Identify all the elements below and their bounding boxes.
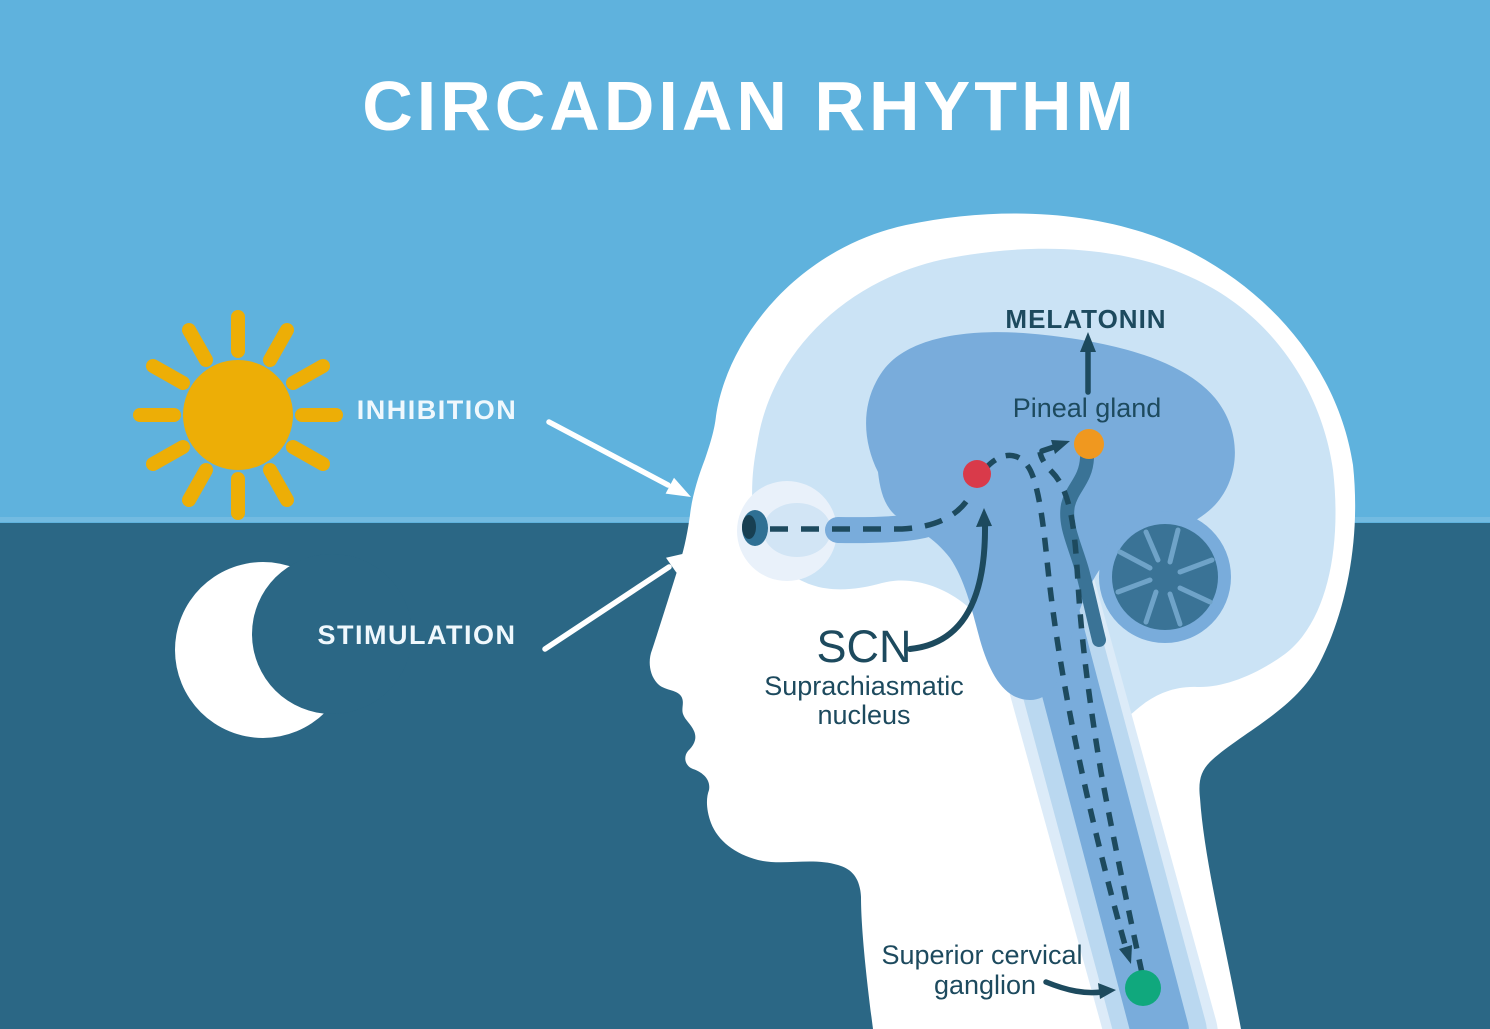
inhibition-label: INHIBITION — [357, 395, 518, 425]
pineal-stalk — [1060, 451, 1106, 647]
brain — [866, 332, 1235, 700]
pineal-arrow-stub — [1039, 444, 1057, 454]
pupil — [742, 515, 756, 539]
pineal-arrowhead — [1051, 440, 1070, 454]
pineal-gland-dot — [1074, 429, 1104, 459]
scn-dot — [963, 460, 991, 488]
ganglion-label-arrow — [1043, 979, 1116, 999]
pineal-gland-label: Pineal gland — [1013, 393, 1162, 423]
superior-cervical-ganglion-dot — [1125, 970, 1161, 1006]
stimulation-label: STIMULATION — [318, 620, 517, 650]
cerebellum — [1099, 511, 1231, 643]
moon-icon — [175, 554, 412, 738]
scn-name-line2: nucleus — [817, 700, 910, 730]
page-title: CIRCADIAN RHYTHM — [362, 67, 1138, 145]
scn-descending-path — [982, 452, 1130, 953]
melatonin-arrow — [1080, 332, 1096, 395]
sun-icon — [133, 310, 343, 520]
ascending-to-pineal-path — [1037, 451, 1145, 974]
descending-arrowhead — [1119, 945, 1132, 964]
ganglion-label-line1: Superior cervical — [881, 940, 1082, 970]
moon-cutout — [252, 554, 412, 714]
sun-core — [183, 360, 293, 470]
ganglion-label-line2: ganglion — [934, 970, 1036, 1000]
retina-to-scn-path — [770, 490, 975, 532]
inhibition-arrow — [546, 419, 691, 497]
eye-inner — [763, 503, 831, 557]
scn-label-arrow — [907, 508, 992, 652]
sun-rays — [133, 310, 343, 520]
melatonin-label: MELATONIN — [1005, 304, 1166, 334]
scn-name-line1: Suprachiasmatic — [764, 671, 964, 701]
cerebellum-body — [1112, 524, 1218, 630]
cerebellum-folds — [1115, 527, 1215, 627]
scn-abbr-label: SCN — [816, 621, 911, 672]
